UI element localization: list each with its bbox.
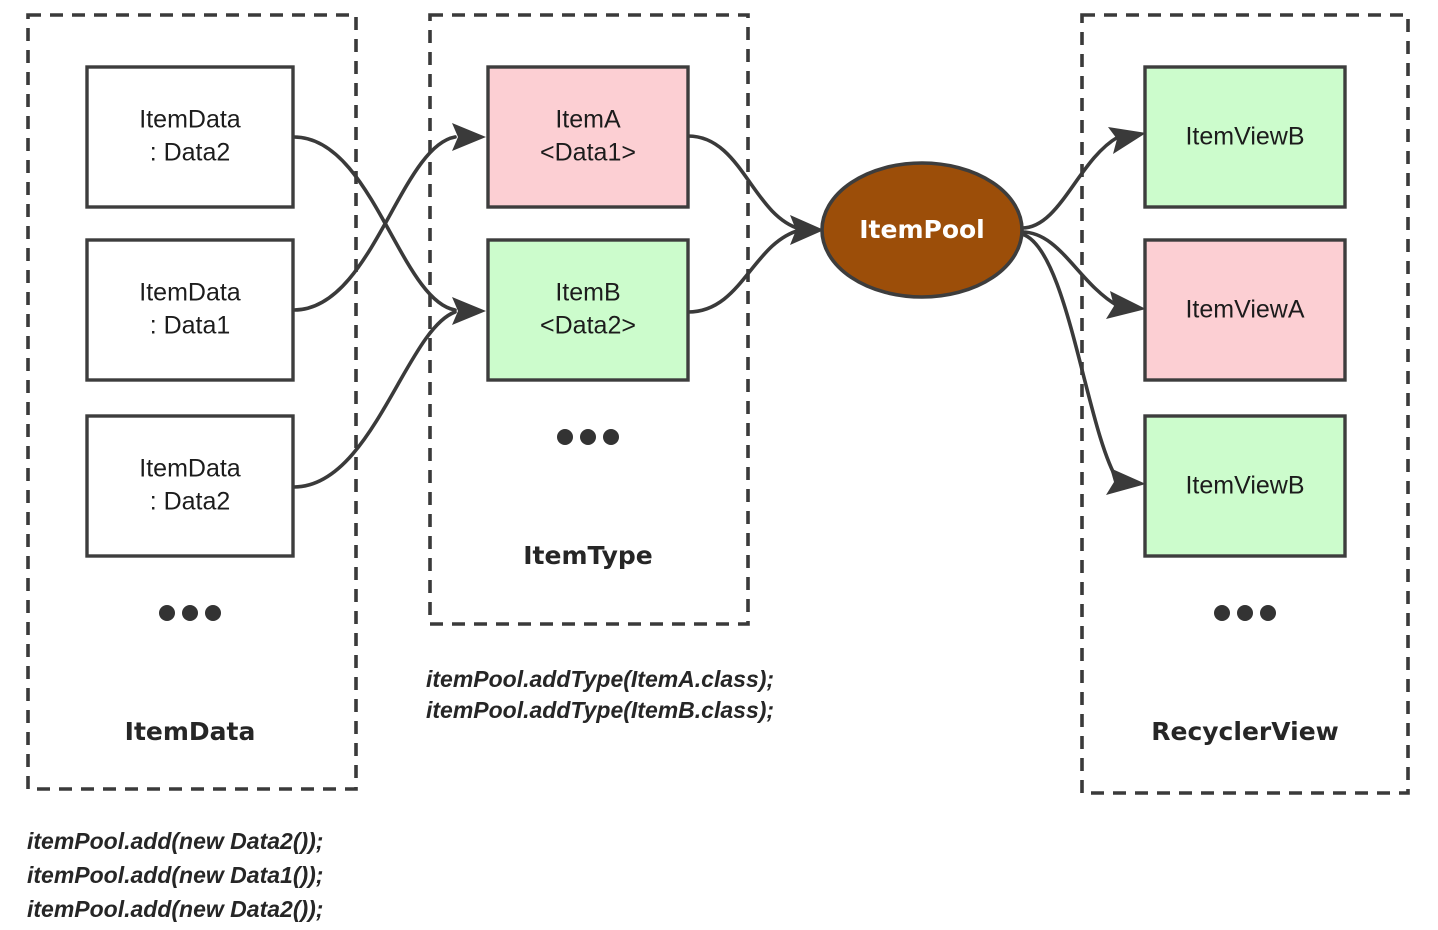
edge-itempool-to-itemviewb2 (1020, 232, 1120, 483)
node-item-data-1-line1: ItemData (139, 279, 241, 307)
node-item-data-1[interactable]: ItemData : Data1 (85, 238, 295, 382)
arrow-head-to-itemviewb1 (1108, 127, 1146, 154)
node-recycler-view-2[interactable]: ItemViewB (1143, 414, 1347, 558)
node-item-data-0-line1: ItemData (139, 106, 241, 134)
edge-data1-to-itema (292, 135, 457, 312)
node-item-pool-label: ItemPool (859, 215, 985, 244)
edge-itempool-to-itemviewb1 (1020, 135, 1120, 230)
node-item-data-2[interactable]: ItemData : Data2 (85, 414, 295, 558)
group-label-item-data: ItemData (125, 717, 256, 746)
node-recycler-view-1[interactable]: ItemViewA (1143, 238, 1347, 382)
ellipsis-item-type (557, 429, 619, 445)
code-item-type-line-1: itemPool.addType(ItemB.class); (426, 697, 774, 723)
node-item-data-2-line1: ItemData (139, 455, 241, 483)
arrow-head-to-itemviewb2 (1106, 468, 1146, 495)
node-recycler-view-1-line1: ItemViewA (1185, 296, 1304, 324)
node-item-pool[interactable]: ItemPool (820, 161, 1024, 299)
node-item-type-0-line2: <Data1> (540, 139, 636, 167)
edge-itemb-to-itempool (686, 228, 802, 314)
node-recycler-view-2-line1: ItemViewB (1185, 472, 1304, 500)
edge-itempool-to-itemviewa (1020, 230, 1120, 308)
ellipsis-item-data (159, 605, 221, 621)
code-item-data-line-1: itemPool.add(new Data1()); (27, 862, 323, 888)
code-item-data-line-2: itemPool.add(new Data2()); (27, 896, 323, 922)
node-item-type-0[interactable]: ItemA <Data1> (486, 65, 690, 209)
arrow-head-to-itema (452, 123, 486, 151)
arrow-head-to-itemviewa (1106, 291, 1146, 319)
code-item-data-line-0: itemPool.add(new Data2()); (27, 828, 323, 854)
node-item-data-1-line2: : Data1 (150, 312, 231, 340)
node-item-type-1[interactable]: ItemB <Data2> (486, 238, 690, 382)
group-frame-item-data (26, 13, 358, 791)
code-item-type-line-0: itemPool.addType(ItemA.class); (426, 666, 774, 692)
ellipsis-recycler-view (1214, 605, 1276, 621)
group-frame-recycler-view (1080, 13, 1410, 795)
group-label-recycler-view: RecyclerView (1151, 717, 1339, 746)
node-item-data-2-line2: : Data2 (150, 488, 231, 516)
edge-data2b-to-itemb (292, 310, 457, 489)
edge-itema-to-itempool (686, 134, 802, 231)
node-item-data-0-line2: : Data2 (150, 139, 231, 167)
group-frame-item-type (428, 13, 750, 626)
node-item-type-0-line1: ItemA (555, 106, 621, 134)
arrow-head-to-itemb (452, 297, 486, 325)
node-recycler-view-0-line1: ItemViewB (1185, 123, 1304, 151)
group-label-item-type: ItemType (523, 541, 653, 570)
arrow-head-to-itempool (790, 215, 824, 245)
node-item-type-1-line2: <Data2> (540, 312, 636, 340)
node-item-type-1-line1: ItemB (555, 279, 620, 307)
node-recycler-view-0[interactable]: ItemViewB (1143, 65, 1347, 209)
node-item-data-0[interactable]: ItemData : Data2 (85, 65, 295, 209)
edge-data2a-to-itemb (292, 135, 457, 312)
